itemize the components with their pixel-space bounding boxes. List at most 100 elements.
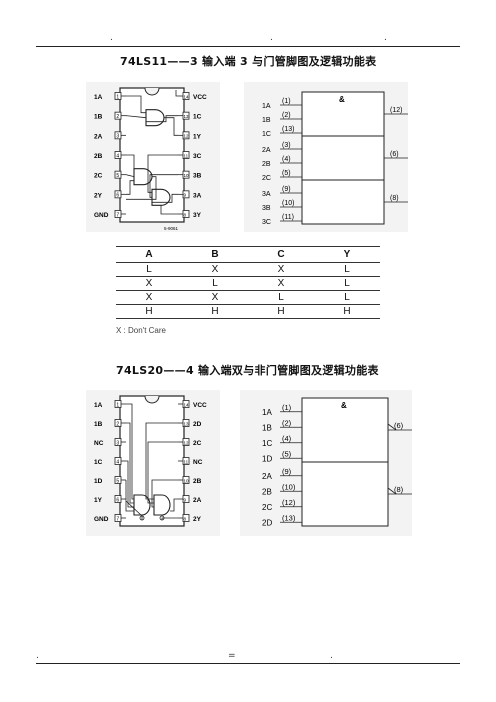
ic-wire [170, 498, 178, 512]
pin-number-right: 10 [184, 478, 190, 483]
ic-wire [126, 403, 134, 500]
input-pin-number: (10) [282, 200, 294, 207]
truth-table: A B C Y L X X L X L X L X X L L H H H H [116, 246, 380, 319]
ic-wire [125, 480, 134, 512]
ic-wire [149, 174, 178, 198]
section2-title: 74LS20——4 输入端双与非门管脚图及逻辑功能表 [116, 364, 379, 377]
pin-label-left: 1D [94, 478, 103, 485]
pin-label-right: 3C [193, 153, 202, 160]
truth-table-header-row: A B C Y [116, 246, 380, 263]
input-name: 2A [262, 472, 272, 481]
ic-wire [126, 95, 146, 114]
table-cell: X [116, 276, 182, 291]
pin-number-left: 4 [116, 153, 119, 159]
pin-number-left: 2 [116, 421, 119, 427]
pin-number-left: 7 [116, 212, 119, 218]
footer-mark-center: = [228, 651, 236, 661]
ic-wire [126, 422, 134, 504]
package-code: 5-9061 [164, 226, 179, 231]
header-mark-center: . [270, 33, 273, 43]
ic-wire [151, 479, 178, 508]
table-cell: X [248, 262, 314, 277]
pin-number-right: 12 [184, 440, 190, 445]
output-negation-mark [387, 487, 397, 495]
pin-number-right: 9 [184, 497, 187, 502]
table-cell: X [248, 276, 314, 291]
ic-wire [160, 205, 178, 215]
input-name: 2B [262, 487, 272, 496]
and-symbol: & [341, 401, 347, 410]
input-name: 2A [262, 147, 271, 154]
input-name: 3A [262, 191, 271, 198]
input-pin-number: (3) [282, 142, 291, 149]
pin-label-right: 3B [193, 173, 202, 180]
logic-gate-block [301, 91, 385, 137]
pin-label-right: NC [193, 459, 203, 466]
input-pin-number: (2) [282, 112, 291, 119]
header-mark-left: . [110, 33, 113, 43]
table-cell: X [182, 290, 248, 305]
pin-number-right: 12 [184, 134, 190, 139]
section1-title: 74LS11——3 输入端 3 与门管脚图及逻辑功能表 [120, 55, 377, 68]
output-pin-number: (8) [390, 195, 399, 202]
table-cell: L [248, 290, 314, 305]
header-rule [36, 46, 460, 47]
ic-wire [126, 460, 134, 508]
pin-label-right: 3A [193, 192, 202, 199]
input-pin-number: (1) [282, 403, 292, 412]
nand-gate-2 [153, 494, 171, 516]
pin-label-left: 2B [94, 153, 103, 160]
section2-logic-symbol: &(1)1A(2)1B(4)1C(5)1D(6)1Y(9)2A(10)2B(12… [240, 390, 412, 536]
pin-number-right: 8 [184, 212, 187, 217]
output-pin-number: (12) [390, 107, 402, 114]
dont-care-note: X : Don't Care [116, 326, 166, 335]
ic-wire [125, 174, 135, 178]
input-pin-number: (4) [282, 434, 292, 443]
pin-label-right: 1C [193, 114, 202, 121]
ic-wire [126, 154, 135, 172]
logic-gate-block [301, 461, 389, 527]
ic-wire [175, 90, 178, 97]
pin-number-left: 3 [116, 440, 119, 446]
input-name: 2C [262, 503, 272, 512]
pin-number-left: 3 [116, 134, 119, 140]
pin-label-right: VCC [193, 402, 207, 409]
pin-label-left: 1C [94, 459, 103, 466]
ic-wire [146, 115, 178, 123]
pin-label-right: 2D [193, 421, 202, 428]
input-name: 3B [262, 205, 271, 212]
pin-label-right: 2B [193, 478, 202, 485]
and-symbol: & [339, 95, 345, 104]
pin-number-right: 10 [184, 173, 190, 178]
input-name: 2C [262, 175, 271, 182]
pin-label-left: GND [94, 212, 109, 219]
input-pin-number: (9) [282, 186, 291, 193]
table-cell: H [248, 304, 314, 319]
pin-number-left: 5 [116, 478, 119, 484]
ic-notch [144, 87, 160, 96]
pin-number-left: 5 [116, 173, 119, 179]
output-pin-number: (6) [390, 151, 399, 158]
pin-number-left: 1 [116, 402, 119, 408]
table-row: X L X L [116, 276, 380, 291]
pin-label-right: 2C [193, 440, 202, 447]
table-cell: L [314, 290, 380, 305]
pin-number-right: 14 [184, 94, 190, 99]
pin-number-right: 8 [184, 516, 187, 521]
table-cell: H [314, 304, 380, 319]
input-pin-number: (11) [282, 214, 294, 221]
input-name: 1A [262, 103, 271, 110]
table-cell: X [182, 262, 248, 277]
ic-wire [125, 115, 147, 119]
header-mark-right: . [384, 33, 387, 43]
logic-gate-block [301, 135, 385, 181]
input-pin-number: (2) [282, 418, 292, 427]
pin-number-left: 2 [116, 114, 119, 120]
input-pin-number: (9) [282, 467, 292, 476]
pin-label-left: 1B [94, 421, 103, 428]
ic-wire [147, 441, 178, 504]
